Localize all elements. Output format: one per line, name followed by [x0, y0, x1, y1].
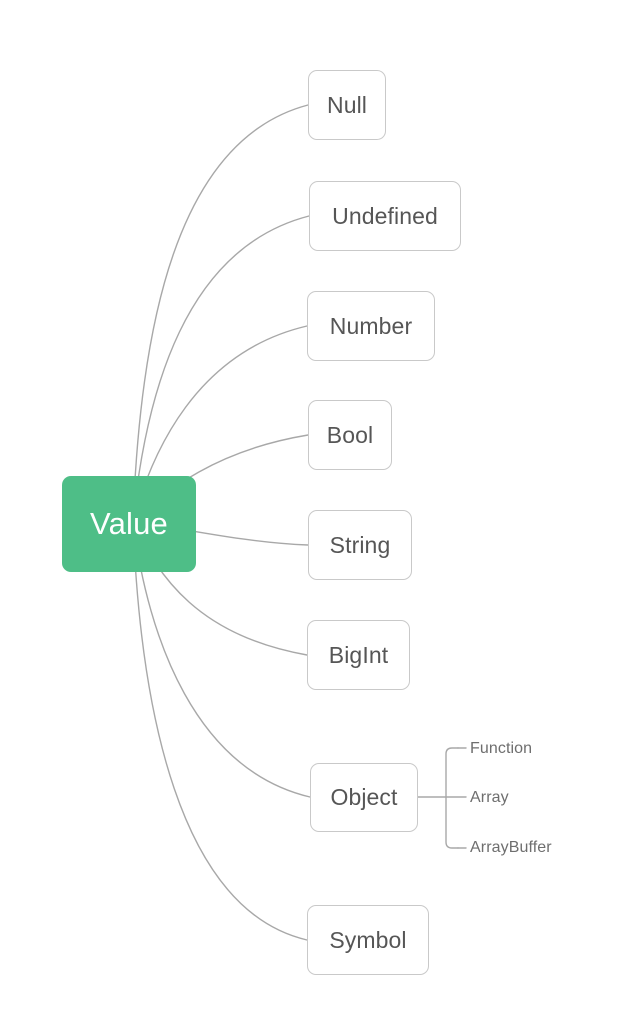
node-bigint[interactable]: BigInt	[307, 620, 410, 690]
node-label: Object	[330, 784, 398, 810]
leaf-node-array[interactable]: Array	[470, 789, 509, 807]
node-label: Null	[326, 91, 368, 118]
node-number[interactable]: Number	[307, 291, 435, 361]
leaf-node-function[interactable]: Function	[470, 740, 532, 758]
node-label: Bool	[326, 421, 374, 448]
node-label: Undefined	[332, 202, 438, 229]
root-node-value[interactable]: Value	[62, 476, 196, 572]
leaf-node-label: ArrayBuffer	[470, 839, 552, 856]
edge-object-bracket	[445, 747, 459, 849]
node-undefined[interactable]: Undefined	[309, 181, 461, 251]
node-label: Number	[329, 312, 413, 339]
node-object[interactable]: Object	[310, 763, 418, 832]
node-null[interactable]: Null	[308, 70, 386, 140]
edge-value-null	[132, 104, 309, 522]
edge-value-symbol	[132, 520, 308, 941]
node-label: Symbol	[329, 926, 407, 953]
leaf-node-label: Function	[470, 740, 533, 757]
leaf-node-arraybuffer[interactable]: ArrayBuffer	[470, 839, 552, 857]
leaf-node-label: Array	[470, 789, 509, 806]
node-symbol[interactable]: Symbol	[307, 905, 429, 975]
root-node-label: Value	[90, 506, 168, 541]
node-label: String	[329, 531, 391, 558]
node-string[interactable]: String	[308, 510, 412, 580]
node-label: BigInt	[328, 641, 389, 668]
node-bool[interactable]: Bool	[308, 400, 392, 470]
